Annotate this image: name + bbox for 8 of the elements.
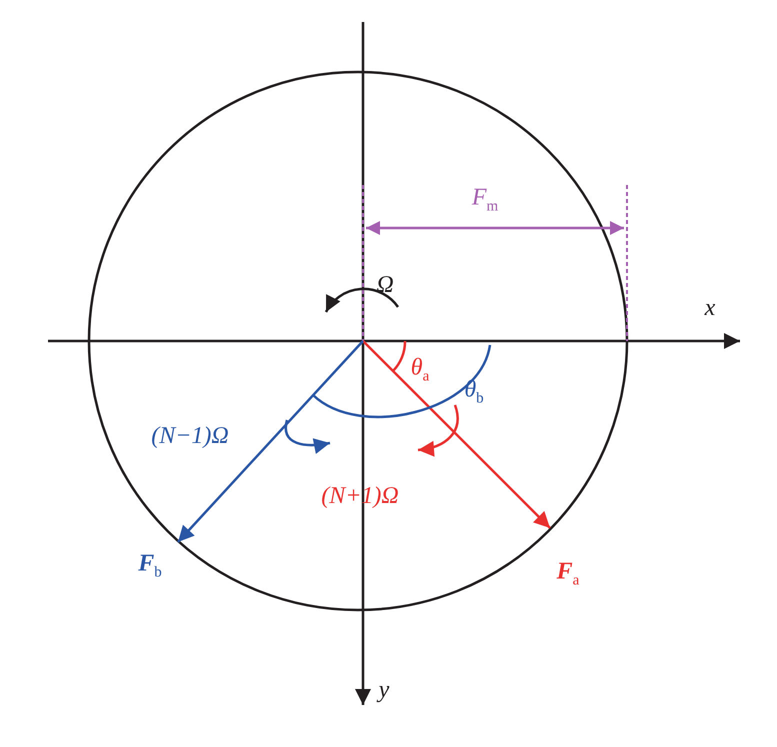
dimension-label: F$_{m}$: [472, 186, 498, 214]
vector-label: F$_{a}$: [556, 560, 580, 588]
vector-label: F$_{b}$: [138, 552, 162, 580]
angle-label: θ$_{a}$: [410, 356, 430, 384]
rotation-label: Ω: [376, 273, 394, 297]
rotation-label: (N−1)Ω: [151, 424, 229, 448]
axis-label: y: [378, 678, 390, 702]
axis-label: x: [704, 296, 716, 320]
